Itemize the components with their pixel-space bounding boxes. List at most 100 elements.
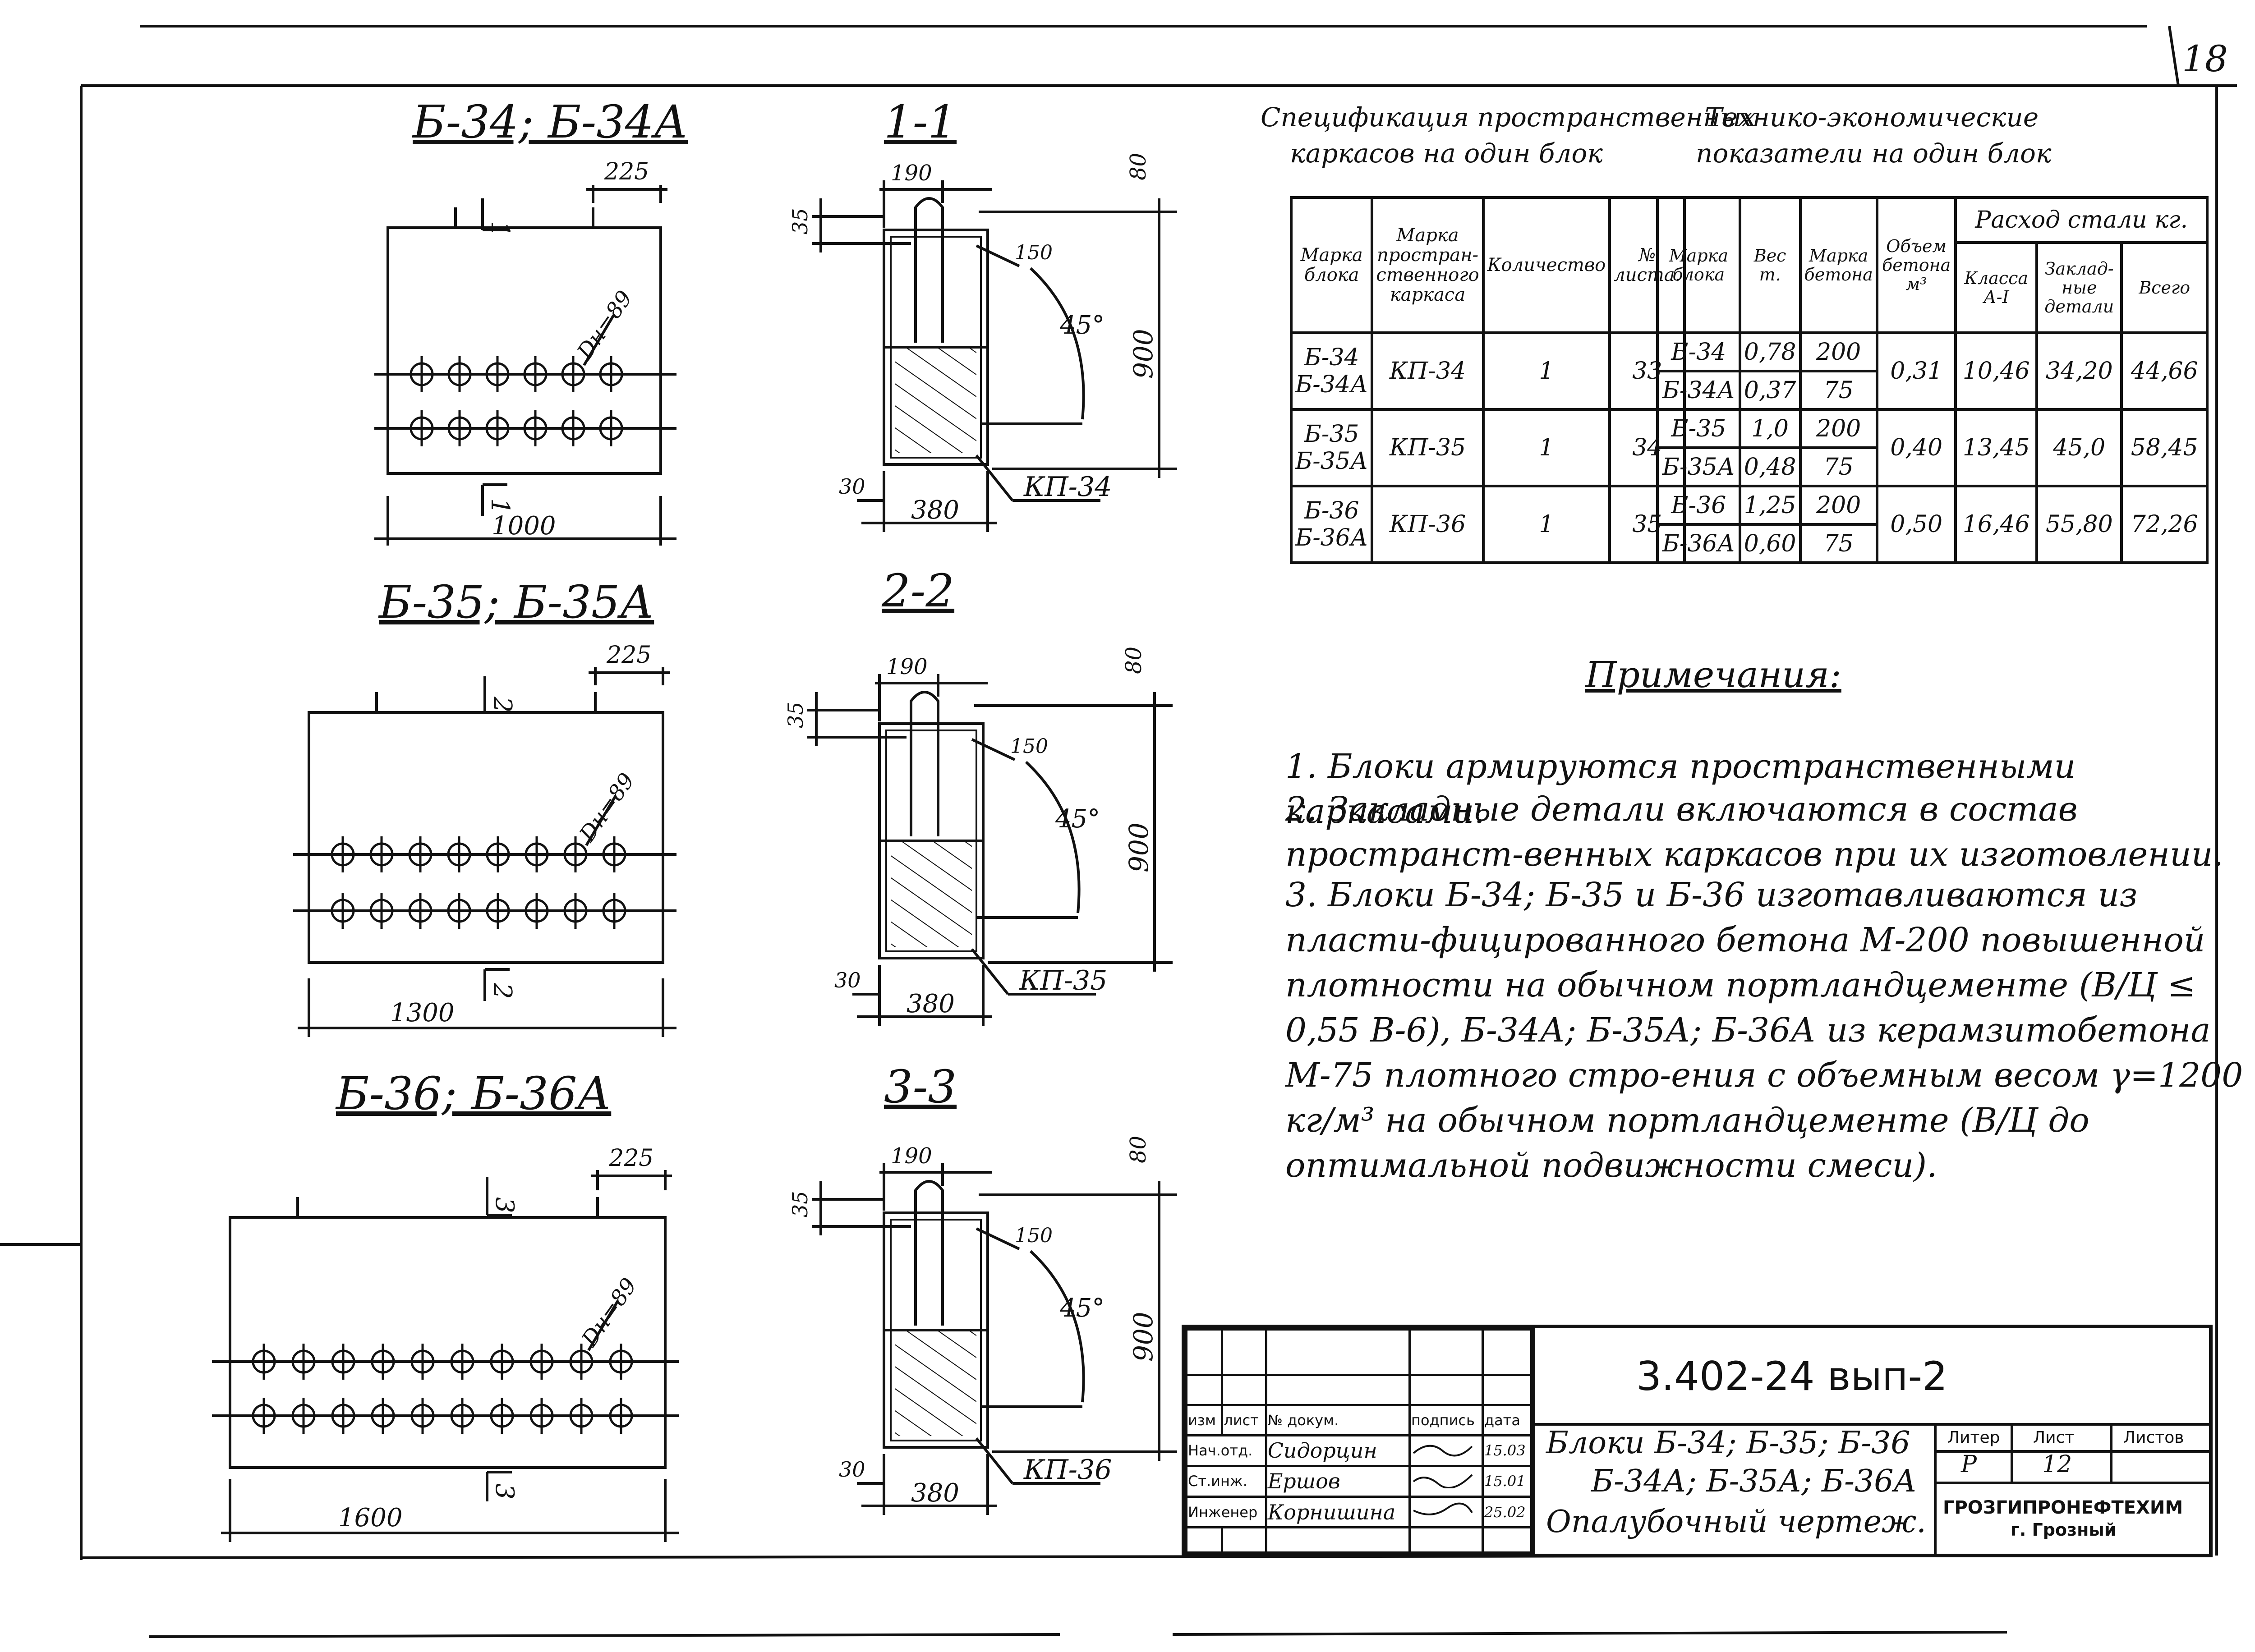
tech-cell: 0,78 (1738, 331, 1802, 372)
author-label: Литер (1947, 1428, 2000, 1447)
tech-cell: 0,40 (1875, 408, 1957, 487)
hole-diameter-label: Dн=89 (576, 1273, 642, 1351)
dim-height: 900 (1128, 1312, 1159, 1362)
section-mark-label: 3 (490, 1197, 519, 1213)
tech-cell: Б-34 (1656, 331, 1741, 372)
role-label: Нач.отд. (1185, 1434, 1267, 1467)
spec-header-block: Марка блока (1289, 196, 1374, 334)
dim-width: 380 (911, 496, 959, 525)
tech-table: Марка блока Вес т. Марка бетона Объем бе… (1656, 196, 2209, 564)
dim-width: 380 (911, 1478, 959, 1508)
tech-cell: 55,80 (2035, 485, 2123, 564)
overhang-label: 225 (604, 158, 649, 185)
hole-row (252, 1344, 633, 1434)
block-title: Б-35; Б-35А (378, 576, 654, 629)
tech-cell: 1,0 (1738, 408, 1802, 449)
tech-cell: 0,50 (1875, 485, 1957, 564)
tech-cell: 200 (1799, 331, 1878, 372)
dim-top-width: 190 (886, 654, 928, 679)
tech-cell: Б-36 (1656, 485, 1741, 526)
block-title: Б-36; Б-36А (335, 1067, 611, 1120)
document-code: 3.402-24 вып-2 (1636, 1353, 1948, 1400)
note-item: 2. Закладные детали включаются в состав … (1285, 790, 2223, 874)
col-header: изм (1185, 1404, 1224, 1436)
hole-diameter-label: Dн=89 (572, 286, 637, 364)
section-mark-label: 1 (485, 221, 515, 237)
sign-date: 15.03 (1481, 1434, 1533, 1467)
overhang-label: 225 (608, 1145, 653, 1172)
tech-cell: 72,26 (2120, 485, 2209, 564)
section-view (812, 180, 1177, 532)
tech-cell: 0,48 (1738, 446, 1802, 487)
dim-top-height: 80 (1126, 153, 1151, 180)
note-item: 3. Блоки Б-34; Б-35 и Б-36 изготавливают… (1285, 876, 2243, 1185)
tech-cell: Б-35А (1656, 446, 1741, 487)
block-length-label: 1300 (390, 998, 455, 1028)
drawing-title: Блоки Б-34; Б-35; Б-36 (1546, 1425, 1910, 1461)
tech-cell: Б-35 (1656, 408, 1741, 449)
spec-cell: КП-34 (1371, 331, 1485, 411)
tech-header-block: Марка блока (1656, 196, 1741, 334)
spec-header-qty: Количество (1482, 196, 1611, 334)
frame-label: КП-34 (1023, 471, 1112, 503)
frame-label: КП-36 (1023, 1454, 1112, 1486)
hole-row (410, 356, 623, 446)
dim-angle: 45° (1055, 804, 1100, 834)
section-view (812, 1163, 1177, 1515)
person-name: Сидорцин (1265, 1434, 1411, 1467)
sign-date: 25.02 (1481, 1495, 1533, 1529)
dim-top-width: 190 (891, 161, 932, 186)
dim-width: 380 (907, 989, 955, 1019)
drawing-title: Опалубочный чертеж. (1546, 1504, 1926, 1540)
spec-cell: КП-35 (1371, 408, 1485, 487)
dim-rebar: 150 (1010, 735, 1048, 758)
drawing-title: Б-34А; Б-35А; Б-36А (1591, 1464, 1917, 1499)
tech-cell: Б-34А (1656, 370, 1741, 411)
section-view (807, 674, 1173, 1026)
tech-cell: 44,66 (2120, 331, 2209, 411)
spec-table: Марка блока Марка простран-ственного кар… (1289, 196, 1686, 564)
stage-value: Р (1961, 1451, 1977, 1478)
spec-cell: Б-36 Б-36А (1289, 485, 1374, 564)
dim-rebar: 150 (1015, 1224, 1053, 1247)
section-mark-label: 1 (485, 498, 515, 514)
tech-cell: 1,25 (1738, 485, 1802, 526)
tech-cell: 75 (1799, 370, 1878, 411)
tech-cell: 34,20 (2035, 331, 2123, 411)
hole-diameter-label: Dн=89 (574, 768, 640, 846)
sheet-value: 12 (2042, 1451, 2072, 1478)
dim-top-height: 80 (1126, 1136, 1151, 1163)
spec-header-frame: Марка простран-ственного каркаса (1371, 196, 1485, 334)
dim-top-height: 80 (1121, 647, 1146, 674)
col-header: подпись (1408, 1404, 1484, 1436)
dim-angle: 45° (1059, 1294, 1104, 1323)
tech-cell: 0,37 (1738, 370, 1802, 411)
spec-cell: 1 (1482, 485, 1611, 564)
tech-cell: 0,60 (1738, 523, 1802, 564)
section-title: 3-3 (884, 1060, 957, 1113)
dim-angle: 45° (1059, 311, 1104, 340)
tech-cell: 16,46 (1954, 485, 2039, 564)
spec-title: каркасов на один блок (1290, 138, 1603, 169)
tech-cell: 10,46 (1954, 331, 2039, 411)
tech-cell: 45,0 (2035, 408, 2123, 487)
tech-header-grade: Марка бетона (1799, 196, 1878, 334)
tech-header-class: Класса А-I (1954, 241, 2039, 334)
col-header: лист (1221, 1404, 1267, 1436)
stage-label: Лист (2033, 1428, 2075, 1447)
organization-name: ГРОЗГИПРОНЕФТЕХИМ (1943, 1497, 2183, 1518)
tech-title: показатели на один блок (1696, 138, 2052, 169)
tech-cell: 13,45 (1954, 408, 2039, 487)
section-mark-label: 3 (490, 1483, 519, 1500)
tech-header-volume: Объем бетона м³ (1875, 196, 1957, 334)
section-mark-label: 2 (488, 982, 517, 999)
block-length-label: 1000 (492, 511, 556, 541)
title-block: изм лист № докум. подпись дата Нач.отд. … (1182, 1325, 2213, 1557)
section-title: 2-2 (881, 564, 954, 617)
dim-height: 900 (1123, 822, 1154, 872)
dim-lift: 35 (783, 702, 808, 728)
role-label: Инженер (1185, 1495, 1267, 1529)
person-name: Корнишина (1265, 1495, 1411, 1529)
signature-icon (1408, 1495, 1484, 1529)
